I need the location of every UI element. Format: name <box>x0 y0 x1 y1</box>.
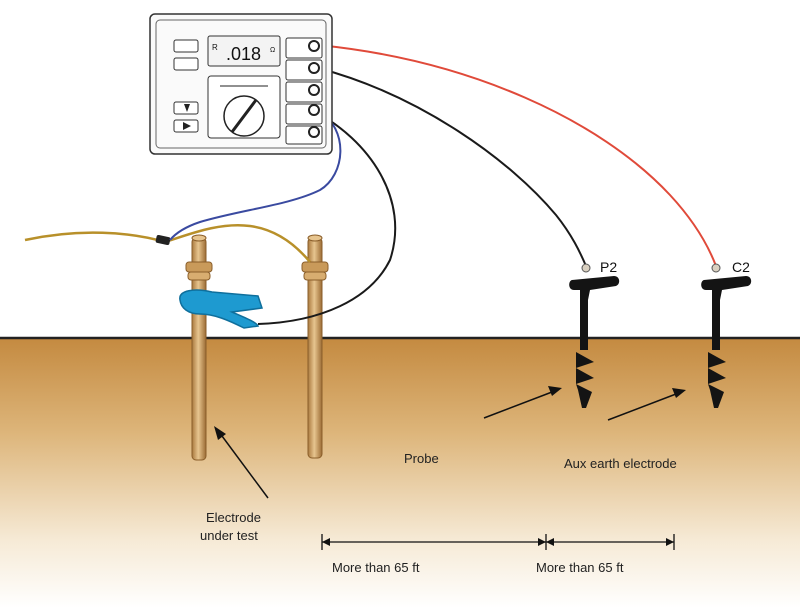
blue-clamp <box>179 289 263 329</box>
soil <box>0 338 800 608</box>
black-lead-clamp <box>257 109 397 325</box>
second-rod <box>301 234 329 459</box>
label-electrode-line1: Electrode <box>206 510 261 525</box>
wire-connector <box>155 235 171 245</box>
probe-p2 <box>569 263 620 408</box>
distance-dimension <box>321 534 675 550</box>
arrow-aux <box>607 388 686 421</box>
play-icon <box>183 122 191 130</box>
meter-display <box>207 35 281 67</box>
ground-conductor-wire <box>24 224 311 263</box>
label-aux-electrode: Aux earth electrode <box>564 456 677 471</box>
label-p2: P2 <box>600 259 617 275</box>
terminal-es[interactable] <box>308 104 320 116</box>
display-value: .018 <box>226 44 261 64</box>
label-electrode-line2: under test <box>200 528 258 543</box>
person-icon <box>184 104 190 112</box>
meter-button-2[interactable] <box>173 57 199 71</box>
label-distance-2: More than 65 ft <box>536 560 624 575</box>
blue-lead <box>169 109 342 241</box>
terminal-3[interactable] <box>308 84 320 96</box>
aux-electrode-c2 <box>701 263 752 408</box>
terminal-p2[interactable] <box>308 62 320 74</box>
red-lead-c2 <box>317 44 717 267</box>
label-distance-1: More than 65 ft <box>332 560 420 575</box>
display-unit: Ω <box>270 47 275 54</box>
arrow-probe <box>483 386 562 419</box>
dial-pointer <box>230 99 258 133</box>
earth-ground-tester: R .018 Ω <box>149 13 333 155</box>
black-lead-p2 <box>317 67 587 267</box>
terminal-e[interactable] <box>308 126 320 138</box>
label-probe: Probe <box>404 451 439 466</box>
arrow-electrode <box>214 426 269 499</box>
meter-button-1[interactable] <box>173 39 199 53</box>
terminal-c2[interactable] <box>308 40 320 52</box>
label-c2: C2 <box>732 259 750 275</box>
display-prefix: R <box>212 43 218 52</box>
